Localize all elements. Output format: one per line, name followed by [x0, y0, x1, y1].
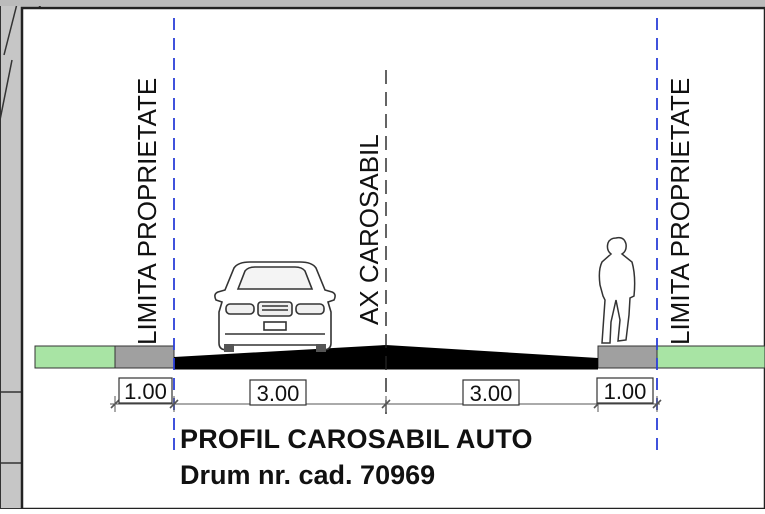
right-sidewalk [597, 345, 658, 369]
car-icon [214, 261, 336, 352]
dimension-label-2: 3.00 [249, 379, 307, 406]
left-green-verge [34, 345, 116, 369]
drawing-subtitle: Drum nr. cad. 70969 [180, 460, 436, 490]
right-green-verge [656, 345, 765, 369]
title-block: PROFIL CAROSABIL AUTO Drum nr. cad. 7096… [180, 422, 533, 492]
dimension-value-left-lane: 3.00 [257, 381, 300, 406]
dimension-value-left-sidewalk: 1.00 [124, 379, 167, 404]
dimension-label-4: 1.00 [596, 377, 654, 404]
left-sidewalk [114, 345, 175, 369]
drawing-title: PROFIL CAROSABIL AUTO [180, 424, 533, 454]
dimension-label-1: 1.00 [118, 377, 173, 404]
right-boundary-label: LIMITA PROPRIETATE [665, 78, 695, 345]
dimension-value-right-lane: 3.00 [470, 381, 513, 406]
dimension-label-3: 3.00 [462, 379, 520, 406]
left-boundary-label: LIMITA PROPRIETATE [132, 78, 162, 345]
pedestrian-icon [598, 236, 636, 344]
dimension-value-right-sidewalk: 1.00 [604, 379, 647, 404]
axis-label: AX CAROSABIL [354, 134, 384, 325]
